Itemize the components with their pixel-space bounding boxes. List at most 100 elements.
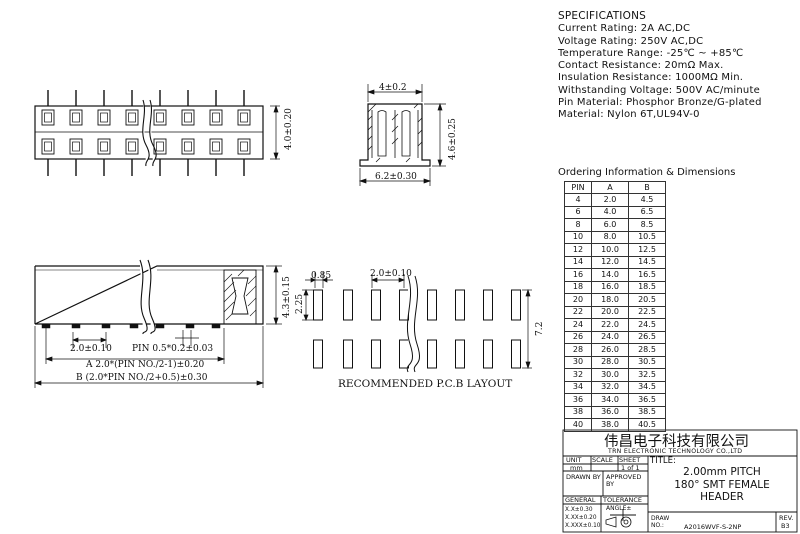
pin-foot bbox=[101, 323, 111, 329]
dim-pcb-pad-h-label: 2.25 bbox=[295, 294, 305, 314]
table-cell: 32 bbox=[564, 368, 592, 382]
front-view bbox=[34, 259, 264, 335]
pin-foot bbox=[71, 323, 81, 329]
contact-inner bbox=[44, 141, 52, 152]
dim-top-height-label: 4.0±0.20 bbox=[284, 108, 294, 150]
table-cell: 12.5 bbox=[628, 243, 666, 257]
dim-side-height-label: 4.6±0.25 bbox=[448, 118, 458, 160]
table-cell: 16.0 bbox=[591, 280, 629, 294]
dim-side-height bbox=[424, 102, 446, 168]
dim-side-width-bottom bbox=[358, 168, 432, 186]
table-header-cell: B bbox=[628, 181, 666, 194]
table-cell: 36 bbox=[564, 393, 592, 407]
table-cell: 22.5 bbox=[628, 305, 666, 319]
spec-line: Current Rating: 2A AC,DC bbox=[558, 23, 691, 35]
tolerance-xxxx: X.XXX±0.10 bbox=[565, 523, 601, 529]
table-cell: 30.5 bbox=[628, 355, 666, 369]
pcb-pad bbox=[455, 339, 465, 369]
table-cell: 38.0 bbox=[591, 418, 629, 432]
company-name-cn: 伟昌电子科技有限公司 bbox=[604, 434, 749, 450]
pcb-caption: RECOMMENDED P.C.B LAYOUT bbox=[338, 378, 512, 390]
contact-inner bbox=[72, 141, 80, 152]
table-cell: 12 bbox=[564, 243, 592, 257]
contact-cavity bbox=[41, 109, 55, 126]
spec-line: Insulation Resistance: 1000MΩ Min. bbox=[558, 72, 744, 84]
dim-a-label: A 2.0*(PIN NO./2-1)±0.20 bbox=[85, 359, 205, 370]
table-cell: 24.5 bbox=[628, 318, 666, 332]
contact-cavity bbox=[209, 109, 223, 126]
table-cell: 22 bbox=[564, 305, 592, 319]
table-cell: 24.0 bbox=[591, 330, 629, 344]
pcb-pad bbox=[343, 339, 353, 369]
sheet-value: 1 of 1 bbox=[621, 464, 640, 472]
contact-cavity bbox=[181, 109, 195, 126]
pin-foot bbox=[41, 323, 51, 329]
pcb-pad bbox=[427, 289, 437, 321]
table-cell: 2.0 bbox=[591, 193, 629, 207]
rev-label: REV. bbox=[779, 514, 794, 522]
table-cell: 10.0 bbox=[591, 243, 629, 257]
table-cell: 14.5 bbox=[628, 255, 666, 269]
contact-cavity bbox=[41, 138, 55, 155]
side-view bbox=[359, 103, 431, 167]
table-cell: 8.5 bbox=[628, 218, 666, 232]
contact-cavity bbox=[181, 138, 195, 155]
contact-cavity bbox=[125, 138, 139, 155]
pcb-layout bbox=[313, 275, 521, 373]
table-header-cell: PIN bbox=[564, 181, 592, 194]
table-cell: 24 bbox=[564, 318, 592, 332]
contact-cavity bbox=[69, 138, 83, 155]
table-cell: 14.0 bbox=[591, 268, 629, 282]
contact-cavity bbox=[209, 138, 223, 155]
contact-cavity bbox=[153, 138, 167, 155]
contact-inner bbox=[156, 112, 164, 123]
table-cell: 4.5 bbox=[628, 193, 666, 207]
drawing-title: 2.00mm PITCH 180° SMT FEMALE HEADER bbox=[652, 466, 792, 504]
pin-foot bbox=[155, 323, 165, 329]
unit-value: mm bbox=[570, 464, 583, 472]
contact-cavity bbox=[153, 109, 167, 126]
contact-inner bbox=[100, 112, 108, 123]
ordering-title: Ordering Information & Dimensions bbox=[558, 167, 736, 178]
pcb-pad bbox=[455, 289, 465, 321]
pcb-pad bbox=[343, 289, 353, 321]
table-cell: 26.0 bbox=[591, 343, 629, 357]
top-pins bbox=[41, 90, 251, 176]
table-cell: 8.0 bbox=[591, 230, 629, 244]
table-cell: 16 bbox=[564, 268, 592, 282]
pcb-pad bbox=[511, 289, 521, 321]
unit-label: UNIT bbox=[566, 456, 582, 464]
dim-side-width-bottom-label: 6.2±0.30 bbox=[375, 172, 417, 182]
contact-inner bbox=[240, 112, 248, 123]
contact-cavity bbox=[97, 138, 111, 155]
dim-pcb bbox=[302, 272, 532, 370]
table-cell: 28.5 bbox=[628, 343, 666, 357]
table-cell: 32.5 bbox=[628, 368, 666, 382]
company-name-en: TRN ELECTRONIC TECHNOLOGY CO.,LTD bbox=[608, 448, 743, 455]
specifications-heading: SPECIFICATIONS bbox=[558, 10, 646, 22]
title-line: 180° SMT FEMALE bbox=[674, 478, 770, 491]
table-cell: 26 bbox=[564, 330, 592, 344]
table-cell: 38 bbox=[564, 405, 592, 419]
contact-cavity bbox=[237, 138, 251, 155]
table-cell: 40.5 bbox=[628, 418, 666, 432]
pcb-pad bbox=[483, 339, 493, 369]
dim-pitch-label: 2.0±0.10 bbox=[70, 344, 112, 354]
table-cell: 28.0 bbox=[591, 355, 629, 369]
spec-line: Contact Resistance: 20mΩ Max. bbox=[558, 60, 724, 72]
draw-no-label: DRAW NO.: bbox=[651, 515, 670, 529]
pcb-pad bbox=[511, 339, 521, 369]
contact-inner bbox=[212, 112, 220, 123]
specifications-block: SPECIFICATIONS Current Rating: 2A AC,DC … bbox=[558, 10, 762, 122]
